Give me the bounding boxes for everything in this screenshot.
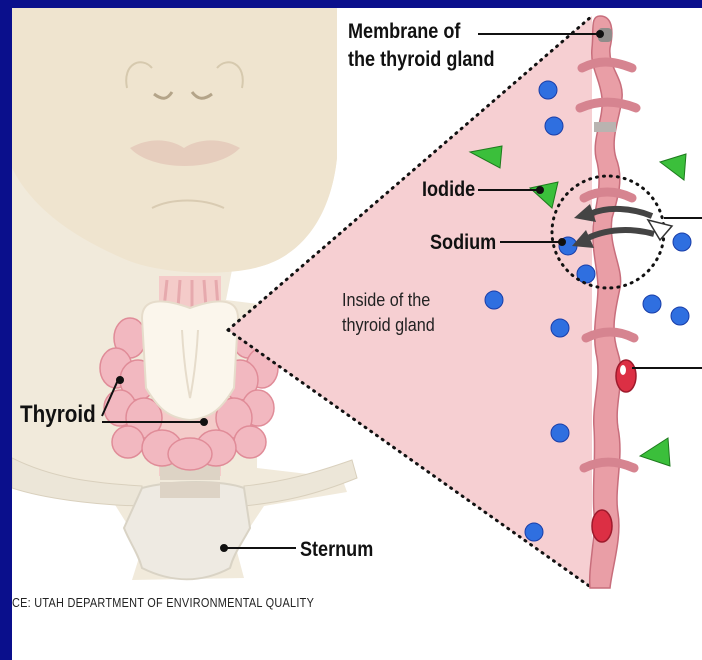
sodium-ion-icon: [485, 291, 503, 309]
iodide-ion-icon: [640, 438, 670, 466]
membrane-channel-icon: [616, 360, 636, 392]
thyroid-cartilage: [142, 301, 238, 420]
sodium-ion-icon: [577, 265, 595, 283]
sodium-ion-icon: [673, 233, 691, 251]
sodium-ion-icon: [643, 295, 661, 313]
sodium-ion-icon: [545, 117, 563, 135]
membrane-label: Membrane of the thyroid gland: [348, 18, 494, 74]
sodium-ion-icon: [671, 307, 689, 325]
inside-gland-label: Inside of the thyroid gland: [342, 288, 435, 338]
membrane-channel-icon: [592, 510, 612, 542]
inside-gland-label-line1: Inside of the: [342, 288, 435, 313]
membrane-label-line1: Membrane of: [348, 18, 494, 46]
sternum-label: Sternum: [300, 538, 373, 562]
sodium-ion-icon: [551, 319, 569, 337]
sodium-label: Sodium: [430, 231, 496, 255]
thyroid-label: Thyroid: [20, 401, 96, 429]
source-credit: CE: UTAH DEPARTMENT OF ENVIRONMENTAL QUA…: [12, 595, 314, 610]
sodium-ion-icon: [525, 523, 543, 541]
diagram-panel: Membrane of the thyroid gland Iodide Sod…: [12, 8, 702, 660]
sodium-ion-icon: [551, 424, 569, 442]
iodide-label: Iodide: [422, 178, 475, 202]
inside-gland-label-line2: thyroid gland: [342, 313, 435, 338]
sodium-ion-icon: [539, 81, 557, 99]
membrane-label-line2: the thyroid gland: [348, 46, 494, 74]
iodide-ion-icon: [660, 154, 686, 180]
